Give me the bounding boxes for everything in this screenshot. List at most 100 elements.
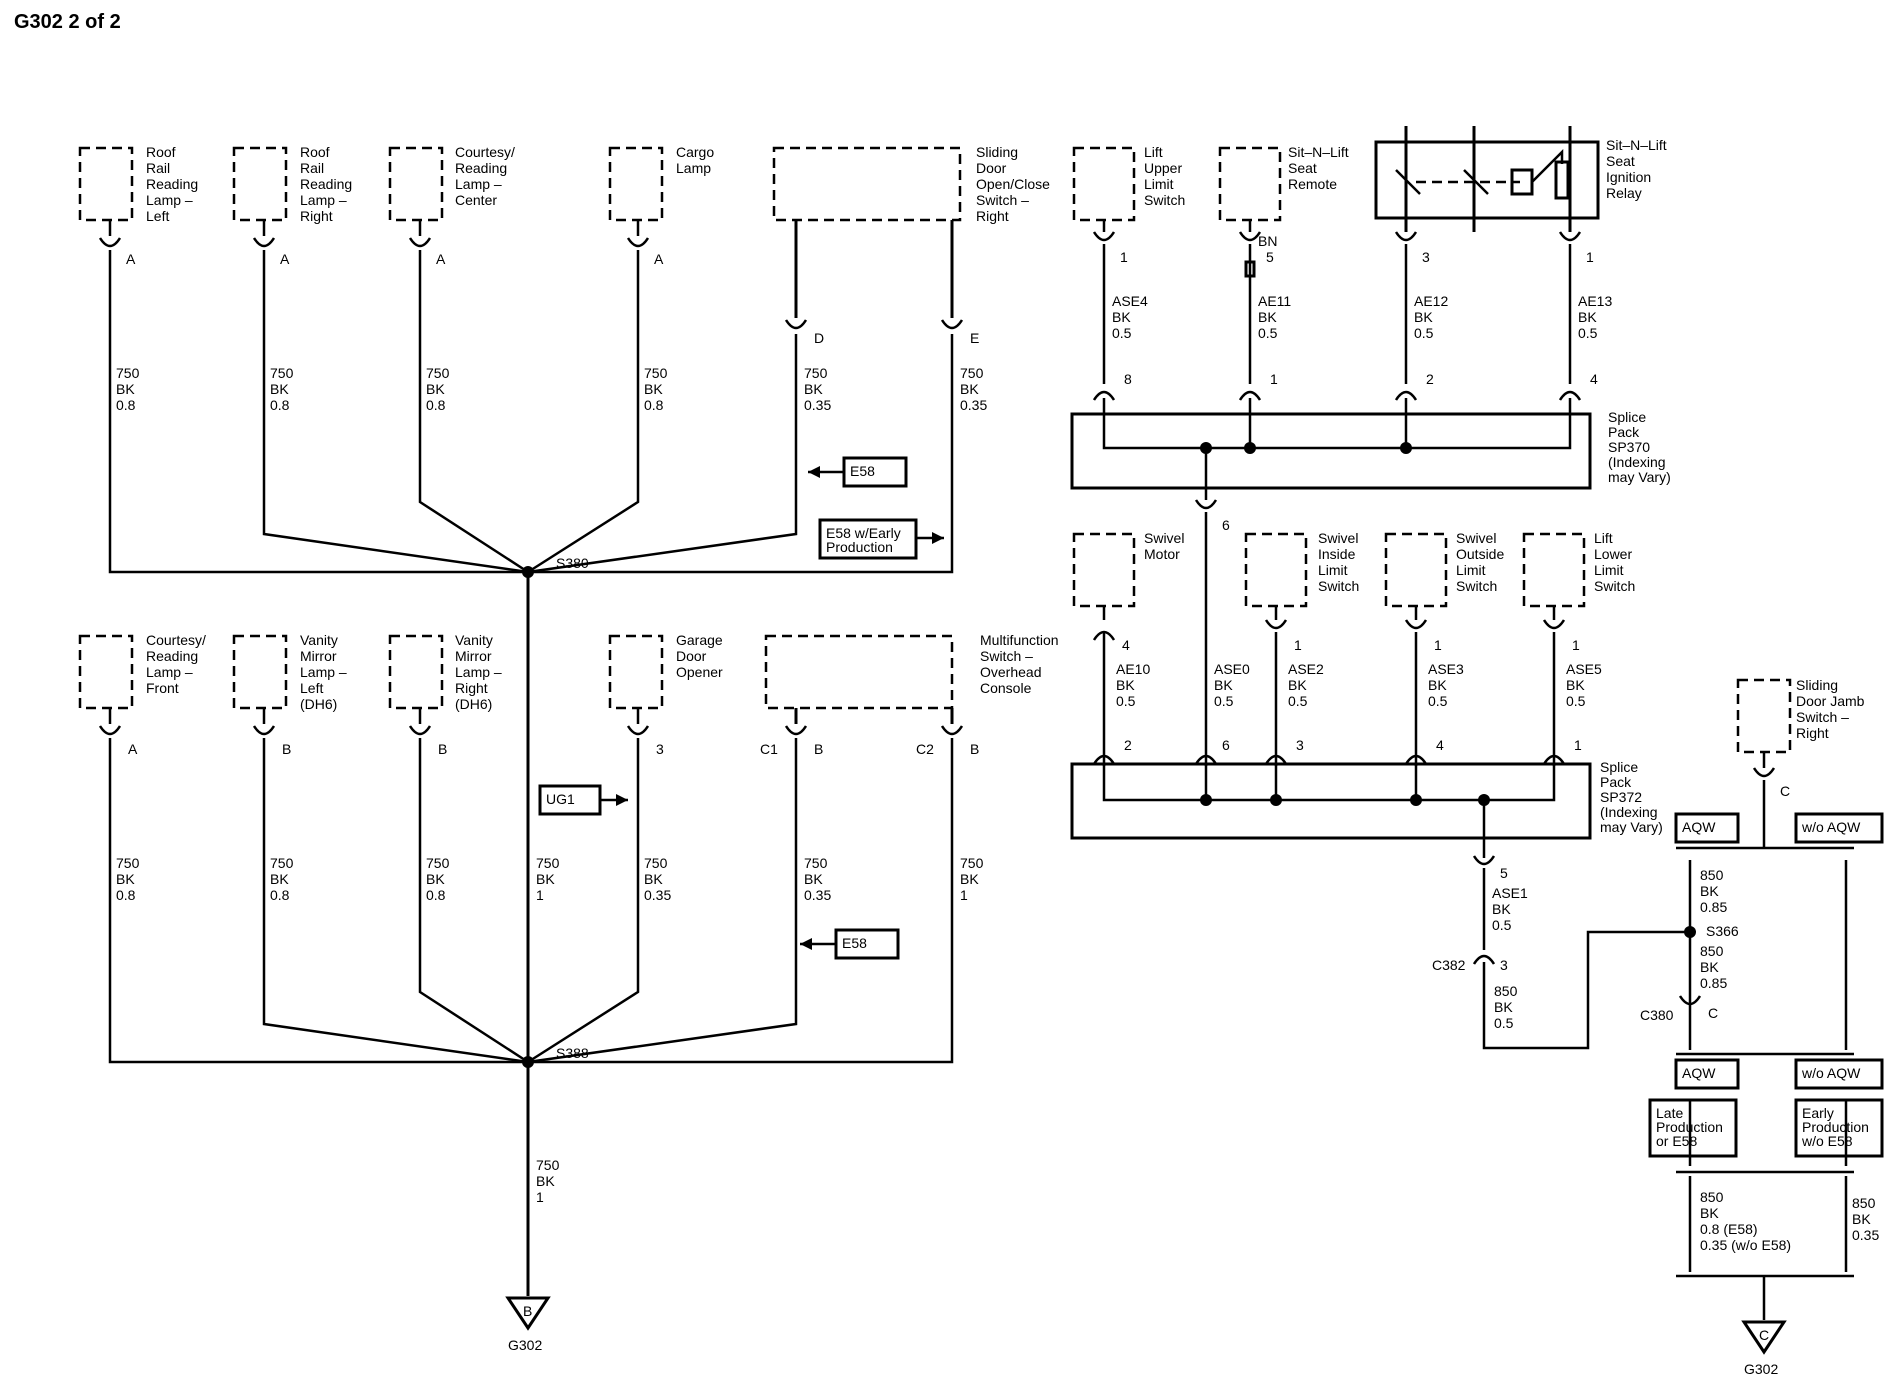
courtesy-front-pin-label-line: A: [128, 741, 138, 757]
swivel-inside-label-line: Inside: [1318, 546, 1356, 562]
ground-c-name: G302: [1744, 1361, 1778, 1377]
sitnlift-remote-pin: [1238, 231, 1262, 242]
opt-aqw-1-box: [1674, 812, 1740, 844]
courtesy-front-wire-label-line: 0.8: [116, 887, 136, 903]
courtesy-center-wire-label-line: 750: [426, 365, 450, 381]
ground-b-name-line: G302: [508, 1337, 542, 1353]
s366-label: S366: [1706, 923, 1739, 939]
swivel-inside-pin-label-line: 1: [1294, 637, 1302, 653]
swivel-inside-sp-pin-label-line: 3: [1296, 737, 1304, 753]
swivel-motor-label-line: Motor: [1144, 546, 1180, 562]
relay-label-line: Relay: [1606, 185, 1642, 201]
multifunction-label-line: Multifunction: [980, 632, 1059, 648]
opt-ug1-line: UG1: [546, 791, 575, 807]
sliding-switch-label-line: Switch –: [976, 192, 1029, 208]
ground-c-name-line: G302: [1744, 1361, 1778, 1377]
c382-wire-label-line: BK: [1494, 999, 1513, 1015]
opt-late-line: or E58: [1656, 1133, 1697, 1149]
sp370-dot-3: [1200, 442, 1212, 454]
vanity-right-label-line: Vanity: [455, 632, 493, 648]
e58-wire-label-line: 850: [1700, 1189, 1724, 1205]
vanity-right-label-line: Right: [455, 680, 488, 696]
sp370-label-line: SP370: [1608, 439, 1650, 455]
courtesy-center-label-line: Lamp –: [455, 176, 502, 192]
roof-left-wire-label-line: 0.8: [116, 397, 136, 413]
courtesy-center-pin-label: A: [436, 251, 446, 267]
s380-label: S380: [556, 555, 589, 571]
sitnlift-remote-label-line: Seat: [1288, 160, 1317, 176]
swivel-outside-label-line: Limit: [1456, 562, 1486, 578]
vanity-left-pin-label: B: [282, 741, 291, 757]
vanity-left-box: [232, 634, 288, 710]
s366-dot: [1684, 926, 1696, 938]
ase1-label-line: ASE1: [1492, 885, 1528, 901]
lift-lower-wire-label-line: BK: [1566, 677, 1585, 693]
vanity-right-wire: [418, 738, 529, 1064]
c382-label-line: C382: [1432, 957, 1466, 973]
swivel-outside-sp-pin-label: 4: [1436, 737, 1444, 753]
lift-upper-sp-pin: [1092, 390, 1116, 401]
sp372-label-line: SP372: [1600, 789, 1642, 805]
swivel-motor-wire-label-line: 0.5: [1116, 693, 1136, 709]
cargo-label-line: Lamp: [676, 160, 711, 176]
sliding-e-label: E: [970, 330, 979, 346]
sitnlift-remote-wire-label-line: 0.5: [1258, 325, 1278, 341]
courtesy-front-label-line: Front: [146, 680, 179, 696]
opt-e58-top-arrow-head: [808, 466, 820, 478]
multifunction-label-line: Switch –: [980, 648, 1033, 664]
vanity-right-wire-label-line: BK: [426, 871, 445, 887]
swivel-motor-sp-pin-label: 2: [1124, 737, 1132, 753]
multifunction-box: [764, 634, 954, 710]
opt-aqw-1-line: AQW: [1682, 819, 1716, 835]
sliding-e-wire-label-line: 0.35: [960, 397, 987, 413]
roof-left-wire-label-line: 750: [116, 365, 140, 381]
e58-wire-label-line: 0.35 (w/o E58): [1700, 1237, 1791, 1253]
swivel-motor-label-line: Swivel: [1144, 530, 1184, 546]
c382-pin: [1472, 954, 1496, 965]
lift-upper-sp-pin-label-line: 8: [1124, 371, 1132, 387]
roof-right-label-line: Reading: [300, 176, 352, 192]
jamb-pin-label-line: C: [1780, 783, 1790, 799]
relay-3-pin: [1394, 231, 1418, 242]
roof-right-pin: [252, 237, 276, 248]
relay-1-wire-label-line: 0.5: [1578, 325, 1598, 341]
aqw-wire-2-label-line: 0.85: [1700, 975, 1727, 991]
sliding-d-wire-label-line: 0.35: [804, 397, 831, 413]
cargo-pin-label: A: [654, 251, 664, 267]
relay-coil-wire: [1531, 148, 1564, 183]
roof-right-label-line: Rail: [300, 160, 324, 176]
multifunction-label-line: Console: [980, 680, 1032, 696]
opt-woaqw-2-line: w/o AQW: [1801, 1065, 1861, 1081]
sp372-label-line: (Indexing: [1600, 804, 1658, 820]
sliding-d-label-line: D: [814, 330, 824, 346]
sp370-dot-1: [1244, 442, 1256, 454]
garage-pin-label-line: 3: [656, 741, 664, 757]
relay-1-sp-pin-label: 4: [1590, 371, 1598, 387]
aqw-wire-1-label-line: 0.85: [1700, 899, 1727, 915]
courtesy-front-label-line: Reading: [146, 648, 198, 664]
courtesy-front-wire-label-line: BK: [116, 871, 135, 887]
courtesy-front-label-line: Courtesy/: [146, 632, 206, 648]
vanity-left-wire-label-line: 0.8: [270, 887, 290, 903]
noe58-wire-label-line: 0.35: [1852, 1227, 1879, 1243]
roof-right-wire-label-line: 0.8: [270, 397, 290, 413]
opt-e58-top-line: E58: [850, 463, 875, 479]
opt-ug1-arrow-head: [616, 794, 628, 806]
garage-label-line: Opener: [676, 664, 723, 680]
c382-wire-label-line: 0.5: [1494, 1015, 1514, 1031]
swivel-motor-wire-label-line: BK: [1116, 677, 1135, 693]
opt-aqw-2-line: AQW: [1682, 1065, 1716, 1081]
ground-c-letter-line: C: [1759, 1327, 1769, 1343]
